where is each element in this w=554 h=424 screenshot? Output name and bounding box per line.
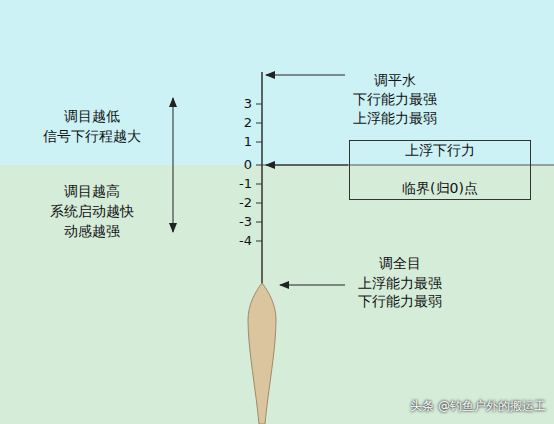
leader-arrow <box>266 75 345 76</box>
note: 系统启动越快 <box>50 203 134 220</box>
leader-arrow <box>280 285 345 286</box>
box-text: 临界(归0)点 <box>350 180 530 197</box>
range-arrow <box>173 98 174 232</box>
note: 下行能力最弱 <box>358 293 442 310</box>
note: 下行能力最强 <box>353 91 437 108</box>
note: 信号下行程越大 <box>43 128 141 145</box>
scale-number: -4 <box>239 233 252 249</box>
watermark: 头条 @钓鱼户外的搬运工 <box>410 399 546 413</box>
water-line <box>262 165 554 166</box>
note: 调目越低 <box>64 108 120 125</box>
critical-point-box: 上浮下行力临界(归0)点 <box>349 140 531 200</box>
scale-number: -1 <box>239 176 252 192</box>
tick-mark <box>256 123 262 124</box>
note: 上浮能力最强 <box>358 275 442 292</box>
tick-mark <box>256 184 262 185</box>
tick-mark <box>256 241 262 242</box>
box-text: 上浮下行力 <box>350 142 530 159</box>
tick-mark <box>256 104 262 105</box>
note: 调全目 <box>379 255 421 272</box>
tick-mark <box>256 142 262 143</box>
tick-mark <box>256 165 262 166</box>
scale-number: -2 <box>239 195 252 211</box>
note: 动感越强 <box>64 223 120 240</box>
scale-number: 3 <box>244 96 252 112</box>
float-body <box>248 283 276 424</box>
tick-mark <box>256 222 262 223</box>
note: 调平水 <box>374 72 416 89</box>
scale-number: 1 <box>244 134 252 150</box>
note: 上浮能力最弱 <box>353 110 437 127</box>
scale-number: 0 <box>244 157 252 173</box>
float-stem <box>261 72 263 290</box>
note: 调目越高 <box>64 183 120 200</box>
scale-number: -3 <box>239 214 252 230</box>
leader-arrow <box>266 165 348 166</box>
water-region <box>0 165 554 424</box>
tick-mark <box>256 203 262 204</box>
scale-number: 2 <box>244 115 252 131</box>
